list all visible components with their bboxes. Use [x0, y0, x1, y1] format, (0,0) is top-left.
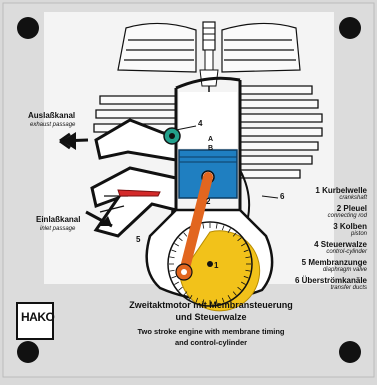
callout-1: 1: [214, 262, 218, 270]
legend-item-translation: transfer ducts: [257, 285, 367, 292]
hako-logo-text: HAKO: [21, 310, 54, 324]
cylinder-fins-right: [240, 86, 322, 178]
callout-4: 4: [198, 120, 202, 128]
callout-A: A: [208, 136, 213, 143]
hako-logo: HAKO: [16, 302, 54, 340]
legend-item-translation: diaphragm valve: [257, 267, 367, 274]
legend-item-label: 5 Membranzunge: [257, 258, 367, 267]
legend-item-label: 6 Überströmkanäle: [257, 276, 367, 285]
callout-2: 2: [206, 198, 210, 206]
callout-B: B: [208, 145, 213, 152]
mounting-hole-top-right: [339, 17, 361, 39]
mounting-hole-top-left: [17, 17, 39, 39]
exhaust-label: Auslaßkanal: [28, 112, 75, 120]
title-en-line2: and control-cylinder: [86, 339, 336, 348]
legend-item-translation: crankshaft: [257, 195, 367, 202]
legend-item-label: 1 Kurbelwelle: [257, 186, 367, 195]
legend-item-translation: connecting rod: [257, 213, 367, 220]
legend-item-translation: control-cylinder: [257, 249, 367, 256]
title-de-line2: und Steuerwalze: [86, 312, 336, 322]
title-en-line1: Two stroke engine with membrane timing: [86, 328, 336, 337]
inlet-label-en: inlet passage: [40, 226, 75, 232]
mounting-hole-bottom-right: [339, 341, 361, 363]
legend-item-label: 4 Steuerwalze: [257, 240, 367, 249]
inlet-label: Einlaßkanal: [36, 216, 80, 224]
legend-item-label: 3 Kolben: [257, 222, 367, 231]
legend-item-label: 2 Pleuel: [257, 204, 367, 213]
control-cylinder: [164, 128, 180, 144]
title-de-line1: Zweitaktmotor mit Membransteuerung: [86, 300, 336, 310]
legend-item-translation: piston: [257, 231, 367, 238]
callout-5: 5: [136, 236, 140, 244]
mounting-hole-bottom-left: [17, 341, 39, 363]
head-fins-right: [222, 23, 300, 72]
head-fins-left: [118, 23, 196, 72]
exhaust-label-en: exhaust passage: [30, 122, 75, 128]
